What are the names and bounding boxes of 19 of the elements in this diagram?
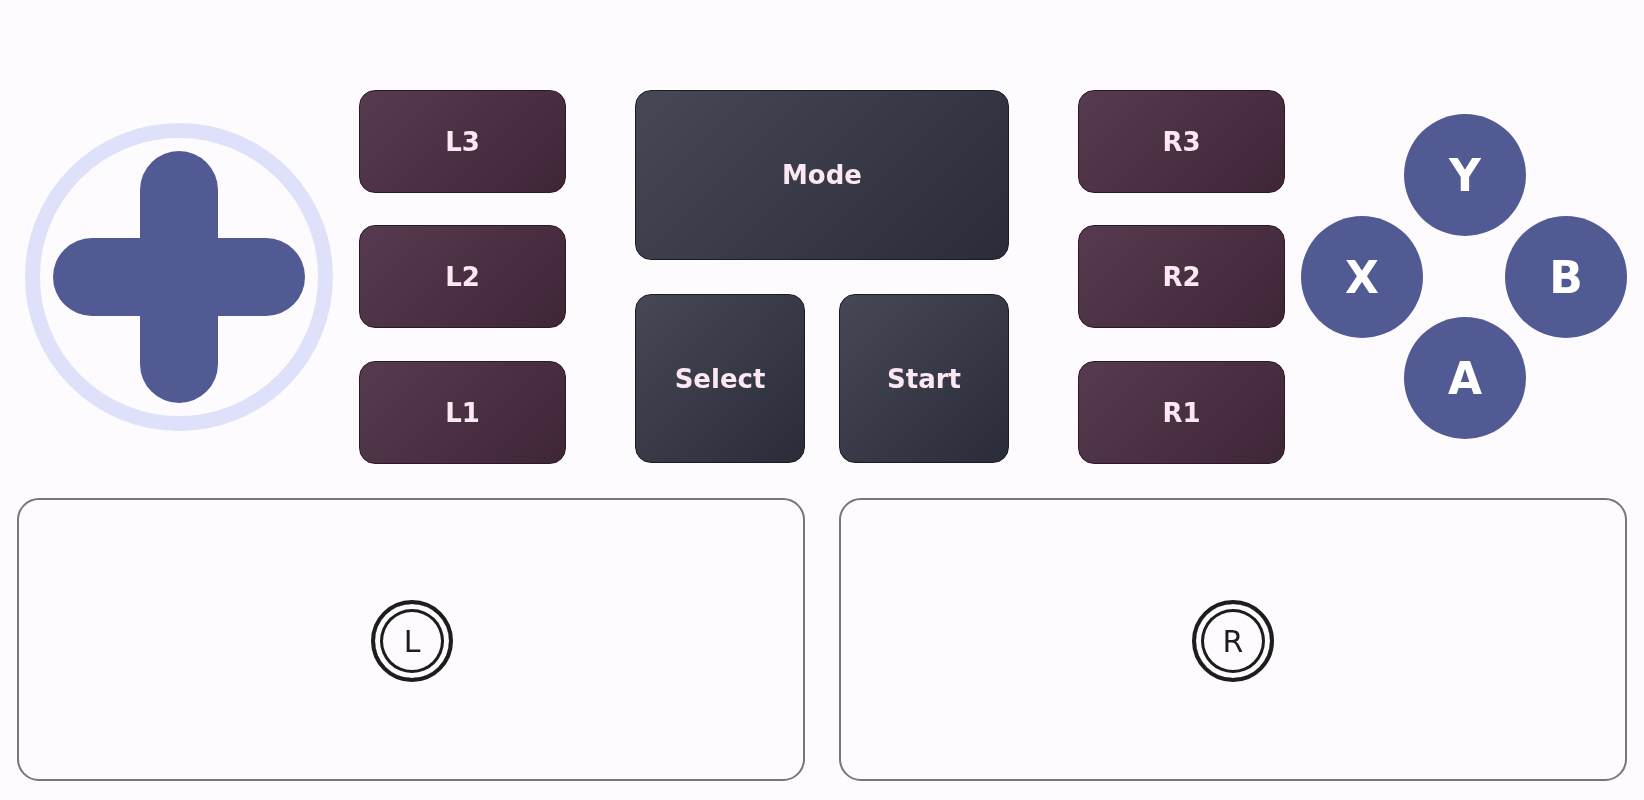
touchpad-area [839,498,1627,781]
shoulder-button: R2 [1078,225,1285,328]
shoulder-button: R1 [1078,361,1285,464]
shoulder-button: L1 [359,361,566,464]
touchpad-area [17,498,805,781]
shoulder-button: L2 [359,225,566,328]
dpad-ring [25,123,333,431]
face-button: B [1505,216,1627,338]
dpad-cross-icon [53,151,305,403]
face-button: Y [1404,114,1526,236]
mode-button: Mode [635,90,1009,260]
face-button: A [1404,317,1526,439]
stick-button: R [1192,600,1274,682]
start-button: Start [839,294,1009,463]
select-button: Select [635,294,805,463]
shoulder-button: L3 [359,90,566,193]
stick-button: L [371,600,453,682]
shoulder-button: R3 [1078,90,1285,193]
face-button: X [1301,216,1423,338]
